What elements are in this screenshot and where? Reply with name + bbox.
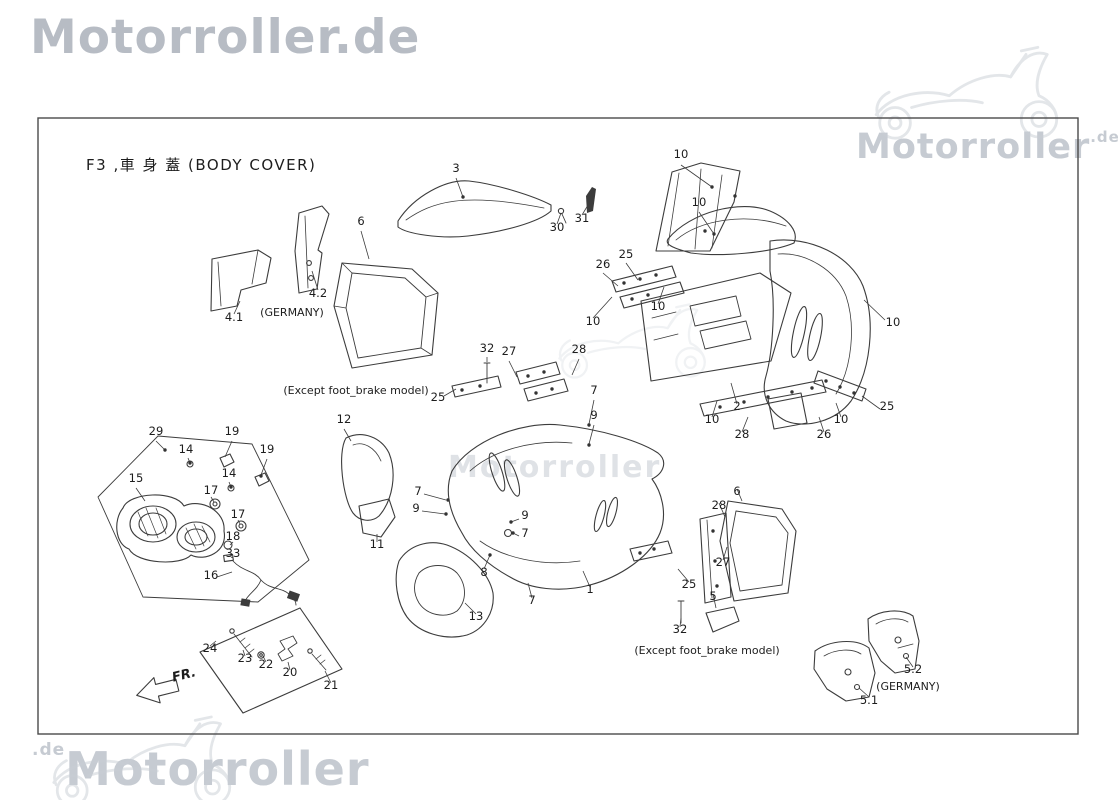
part-number-label: 9 [590,408,597,422]
part-number-label: 20 [283,665,298,679]
part-number-label: 26 [596,257,611,271]
part-number-label: 6 [357,214,364,228]
part-number-label: 22 [259,657,274,671]
part-number-label: 15 [129,471,144,485]
part-number-label: 10 [651,299,666,313]
motorroller-logo: Motorroller.de [30,10,421,65]
part-number-label: 26 [817,427,832,441]
part-number-label: 7 [590,383,597,397]
watermark-bottom-left-tld: .de [32,740,66,760]
part-number-label: 5.1 [860,693,878,707]
part-number-label: 9 [412,501,419,515]
part-number-label: 11 [370,537,385,551]
note-labels: (GERMANY) (Except foot_brake model) (Excep… [260,306,940,693]
scooter-watermark-center-icon [558,303,706,379]
part-number-label: 30 [550,220,565,234]
note-label: (Except foot_brake model) [634,644,779,657]
part-number-label: 29 [149,424,164,438]
part-number-label: 19 [260,442,275,456]
part-number-label: 9 [521,508,528,522]
watermark-top-right-tld: .de [1090,128,1118,146]
note-label: (Except foot_brake model) [283,384,428,397]
part-number-label: 3 [452,161,459,175]
part-number-label: 25 [431,390,446,404]
part-number-label: 7 [521,526,528,540]
part-number-label: 14 [222,466,237,480]
part-number-label: 28 [735,427,750,441]
part-number-label: 18 [226,529,241,543]
part-number-label: 32 [673,622,688,636]
part-number-label: 10 [834,412,849,426]
part-number-label: 5 [709,589,716,603]
part-number-label: 27 [502,344,517,358]
diagram-line-art [97,162,920,714]
part-number-label: 27 [716,555,731,569]
part-number-label: 4.2 [309,286,327,300]
part-number-label: 7 [528,593,535,607]
part-number-label: 23 [238,651,253,665]
part-number-label: 10 [586,314,601,328]
part-number-label: 14 [179,442,194,456]
part-number-label: 25 [682,577,697,591]
part-number-label: 10 [886,315,901,329]
part-number-label: 6 [733,484,740,498]
part-number-label: 17 [204,483,219,497]
watermark-center: Motorroller [448,450,661,485]
part-number-label: 32 [480,341,495,355]
diagram-border [37,117,1079,735]
part-number-label: 10 [692,195,707,209]
diagram-title: F3 ,車 身 蓋 (BODY COVER) [86,156,317,174]
part-number-label: 8 [480,565,487,579]
screw-dots [163,185,856,588]
part-number-label: 13 [469,609,484,623]
part-number-label: 31 [575,211,590,225]
part-number-label: 25 [880,399,895,413]
note-label: (GERMANY) [876,680,940,693]
watermark-center-name: Motorroller [448,450,662,485]
part-number-label: 10 [674,147,689,161]
note-label: (GERMANY) [260,306,324,319]
part-number-label: 7 [414,484,421,498]
part-number-label: 4.1 [225,310,243,324]
part-number-label: 21 [324,678,339,692]
part-number-label: 28 [572,342,587,356]
part-number-label: 17 [231,507,246,521]
part-number-label: 1 [586,582,593,596]
part-number-label: 28 [712,498,727,512]
part-number-label: 2 [733,399,740,413]
front-direction-arrow-icon [136,677,180,704]
part-number-label: 25 [619,247,634,261]
scooter-watermark-bottom-left-icon [52,715,232,800]
part-number-label: 12 [337,412,352,426]
part-number-label: 24 [203,641,218,655]
part-number-label: 5.2 [904,662,922,676]
part-number-label: 10 [705,412,720,426]
part-number-label: 33 [226,546,241,560]
part-number-label: 16 [204,568,219,582]
part-number-label: 19 [225,424,240,438]
leader-lines [135,164,914,698]
scooter-watermark-top-right-icon [874,45,1059,140]
